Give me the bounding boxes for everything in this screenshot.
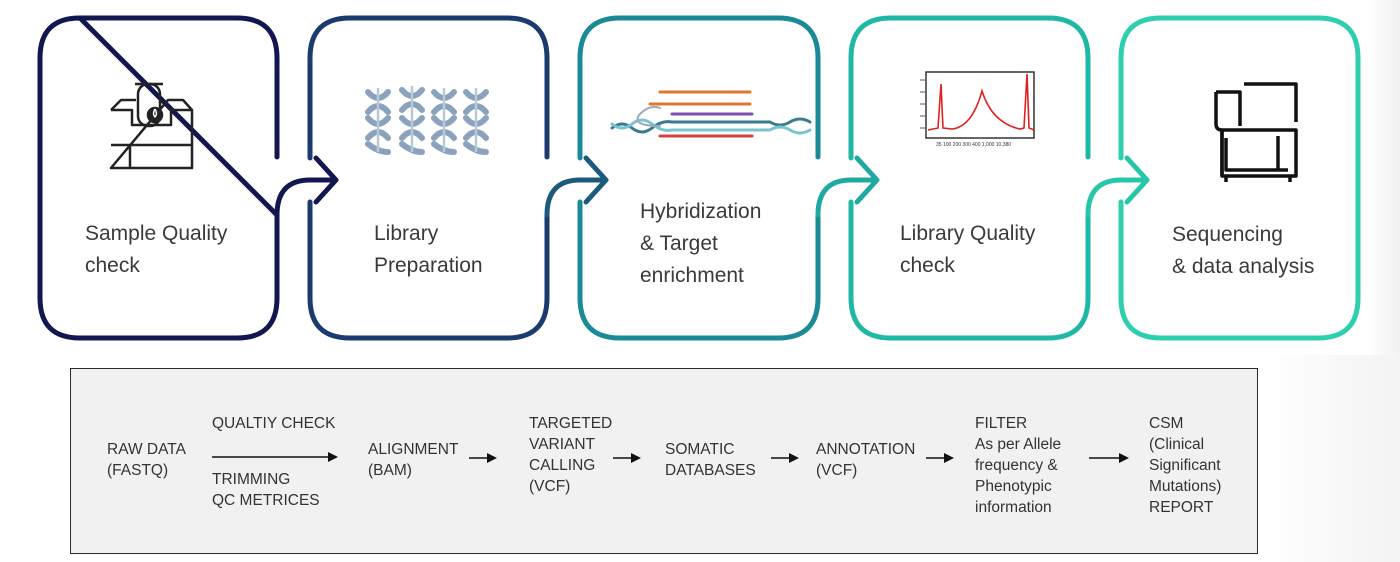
raw-data-label: RAW DATA (FASTQ) xyxy=(107,441,186,479)
dna-library-icon-strands xyxy=(376,86,478,152)
arrow-icon xyxy=(771,453,799,463)
sample-tray-icon xyxy=(109,82,194,170)
trimming-label: TRIMMING QC METRICES xyxy=(212,471,320,509)
alignment-label: ALIGNMENT (BAM) xyxy=(368,441,459,479)
arrow-icon xyxy=(926,453,954,463)
arrow-icon xyxy=(613,453,641,463)
hybridization-icon xyxy=(610,90,812,138)
background-shade xyxy=(1262,355,1400,562)
step-label-library-preparation: Library Preparation xyxy=(374,222,483,277)
somatic-databases-label: SOMATIC DATABASES xyxy=(665,441,756,479)
step-box-2 xyxy=(307,15,550,341)
step-label-hybridization: Hybridization & Target enrichment xyxy=(640,200,762,287)
connector-arrow-2 xyxy=(544,155,609,218)
step-box-3 xyxy=(577,15,821,341)
step-label-sequencing: Sequencing & data analysis xyxy=(1172,223,1315,278)
workflow-diagram: 35 100 200 300 400 1,000 10,380 xyxy=(37,15,1361,341)
dna-library-icon xyxy=(365,87,489,155)
variant-calling-label: TARGETED VARIANT CALLING (VCF) xyxy=(529,415,613,495)
step-label-library-quality: Library Quality check xyxy=(900,222,1036,277)
step-box-5 xyxy=(1118,15,1361,341)
connector-arrow-1 xyxy=(274,155,339,218)
analysis-pipeline-panel: RAW DATA (FASTQ) QUALTIY CHECK TRIMMING … xyxy=(70,368,1258,554)
arrow-icon xyxy=(1089,453,1129,463)
sequencer-icon xyxy=(1214,82,1298,182)
connector-arrow-4 xyxy=(1085,155,1150,218)
background-shade xyxy=(1368,0,1400,370)
annotation-label: ANNOTATION (VCF) xyxy=(816,441,916,479)
electropherogram-icon: 35 100 200 300 400 1,000 10,380 xyxy=(920,71,1035,148)
svg-text:35 100 200 300 400 1,000: 35 100 200 300 400 1,000 10,380 xyxy=(936,142,1011,148)
step-box-1 xyxy=(37,15,280,341)
filter-label: FILTER As per Allele frequency & Phenoty… xyxy=(975,415,1062,516)
quality-check-label: QUALTIY CHECK xyxy=(212,415,336,432)
step-box-4 xyxy=(848,15,1091,341)
step-label-sample-quality: Sample Quality check xyxy=(85,222,228,277)
csm-report-label: CSM (Clinical Significant Mutations) REP… xyxy=(1149,415,1222,516)
arrow-icon xyxy=(212,452,338,462)
connector-arrow-3 xyxy=(815,155,880,218)
arrow-icon xyxy=(469,453,497,463)
